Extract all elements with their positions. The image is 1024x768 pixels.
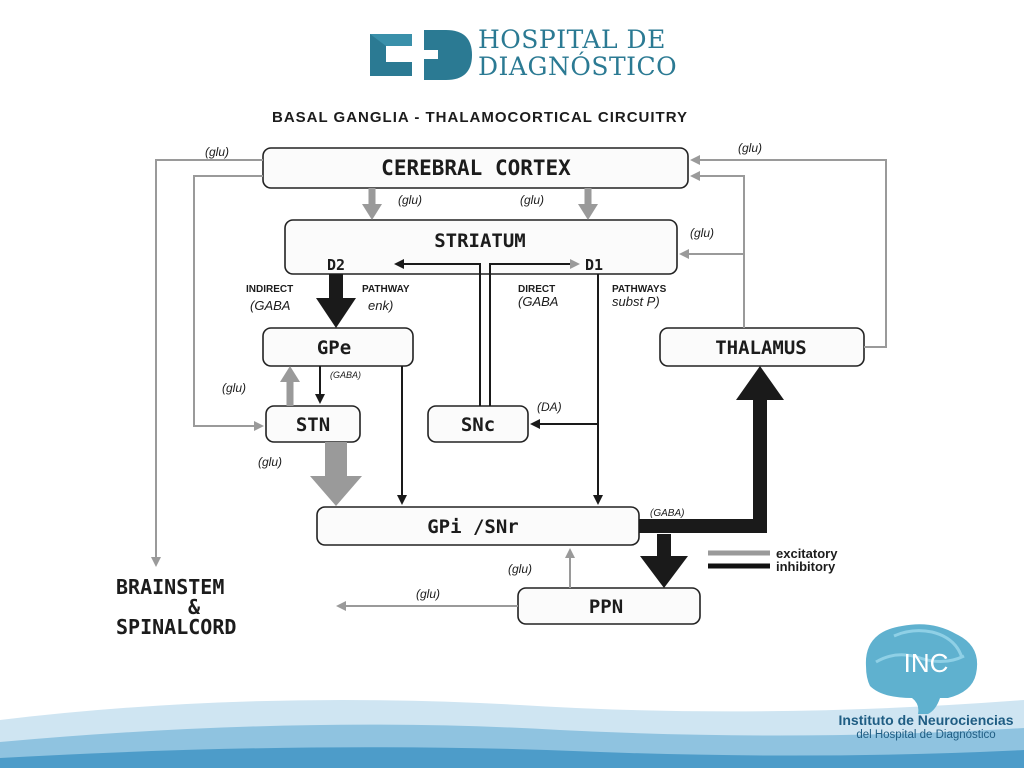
da-label: (DA) bbox=[537, 400, 562, 414]
arrowhead-striatum-gpe bbox=[316, 298, 356, 328]
inc-mark: INC bbox=[904, 648, 949, 678]
hospital-name: HOSPITAL DE DIAGNÓSTICO bbox=[478, 26, 677, 80]
d2-label: D2 bbox=[327, 256, 345, 274]
arrowhead-stn-gpe bbox=[280, 366, 300, 382]
glu-striatum-right: (glu) bbox=[520, 193, 544, 207]
arrow-snc-d2 bbox=[394, 259, 481, 406]
hospital-cross-icon bbox=[370, 30, 472, 80]
excitatory-arrows bbox=[151, 155, 887, 611]
pathway-label: PATHWAY bbox=[362, 284, 410, 295]
arrowhead-cortex-striatum-right bbox=[578, 204, 598, 220]
arrow-cortex-brainstem bbox=[151, 159, 263, 567]
inc-caption: Instituto de Neurociencias del Hospital … bbox=[836, 712, 1016, 742]
inc-logo: INC bbox=[865, 624, 978, 714]
pathways-label: PATHWAYS bbox=[612, 284, 667, 295]
legend-inhibitory-label: inhibitory bbox=[776, 559, 836, 574]
gaba-subst-label-2: subst P) bbox=[612, 294, 660, 309]
glu-cortex-right: (glu) bbox=[738, 141, 762, 155]
arrow-snc-d1 bbox=[489, 259, 580, 406]
brainstem-line3: SPINALCORD bbox=[116, 615, 236, 639]
striatum-label: STRIATUM bbox=[434, 230, 526, 252]
glu-cortex-left: (glu) bbox=[205, 145, 229, 159]
stn-label: STN bbox=[296, 414, 330, 436]
inhibitory-arrows bbox=[315, 259, 784, 588]
glu-ppn-up: (glu) bbox=[508, 562, 532, 576]
cortex-label: CEREBRAL CORTEX bbox=[381, 156, 571, 180]
brainstem-line2: & bbox=[188, 595, 201, 619]
glu-ppn-left: (glu) bbox=[416, 587, 440, 601]
glu-striatum-left: (glu) bbox=[398, 193, 422, 207]
inc-name-line1: Instituto de Neurociencias bbox=[838, 712, 1014, 728]
arrowhead-cortex-striatum-left bbox=[362, 204, 382, 220]
legend: excitatory inhibitory bbox=[708, 546, 838, 574]
indirect-label: INDIRECT bbox=[246, 284, 293, 295]
arrow-gpi-thalamus bbox=[639, 398, 767, 533]
inc-name-line2: del Hospital de Diagnóstico bbox=[856, 729, 996, 741]
arrowhead-gpi-thalamus bbox=[736, 366, 784, 400]
gaba-gpe-stn: (GABA) bbox=[330, 370, 361, 380]
gaba-enk-label-1: (GABA bbox=[250, 298, 290, 313]
glu-thal-striatum: (glu) bbox=[690, 226, 714, 240]
direct-label: DIRECT bbox=[518, 284, 555, 295]
bottom-wave-decoration bbox=[0, 700, 1024, 768]
snc-label: SNc bbox=[461, 414, 495, 436]
gaba-enk-label-2: enk) bbox=[368, 298, 393, 313]
stn-box bbox=[265, 405, 361, 443]
hospital-name-line2: DIAGNÓSTICO bbox=[478, 52, 678, 81]
hospital-logo bbox=[370, 30, 472, 80]
arrow-thalamus-cortex-outer bbox=[690, 155, 887, 348]
thalamus-label: THALAMUS bbox=[715, 337, 807, 359]
ppn-label: PPN bbox=[589, 596, 623, 618]
glu-stn-in: (glu) bbox=[222, 381, 246, 395]
cortex-box bbox=[262, 147, 689, 189]
gaba-subst-label-1: (GABA bbox=[518, 294, 558, 309]
legend-excitatory-label: excitatory bbox=[776, 546, 838, 561]
gaba-gpi: (GABA) bbox=[650, 508, 684, 519]
hospital-name-line1: HOSPITAL DE bbox=[478, 25, 666, 54]
gpe-box bbox=[262, 327, 414, 367]
gpi-label: GPi /SNr bbox=[427, 516, 519, 538]
arrowhead-stn-gpi bbox=[310, 476, 362, 506]
gpe-label: GPe bbox=[317, 337, 351, 359]
glu-stn-out: (glu) bbox=[258, 455, 282, 469]
arrow-thalamus-cortex-inner bbox=[690, 171, 745, 328]
diagram-title: BASAL GANGLIA - THALAMOCORTICAL CIRCUITR… bbox=[272, 109, 688, 126]
brainstem-line1: BRAINSTEM bbox=[116, 575, 224, 599]
snc-box bbox=[427, 405, 529, 443]
arrowhead-gpi-ppn bbox=[640, 556, 688, 588]
arrow-cortex-stn bbox=[193, 175, 264, 431]
d1-label: D1 bbox=[585, 256, 603, 274]
brain-icon bbox=[865, 624, 978, 714]
